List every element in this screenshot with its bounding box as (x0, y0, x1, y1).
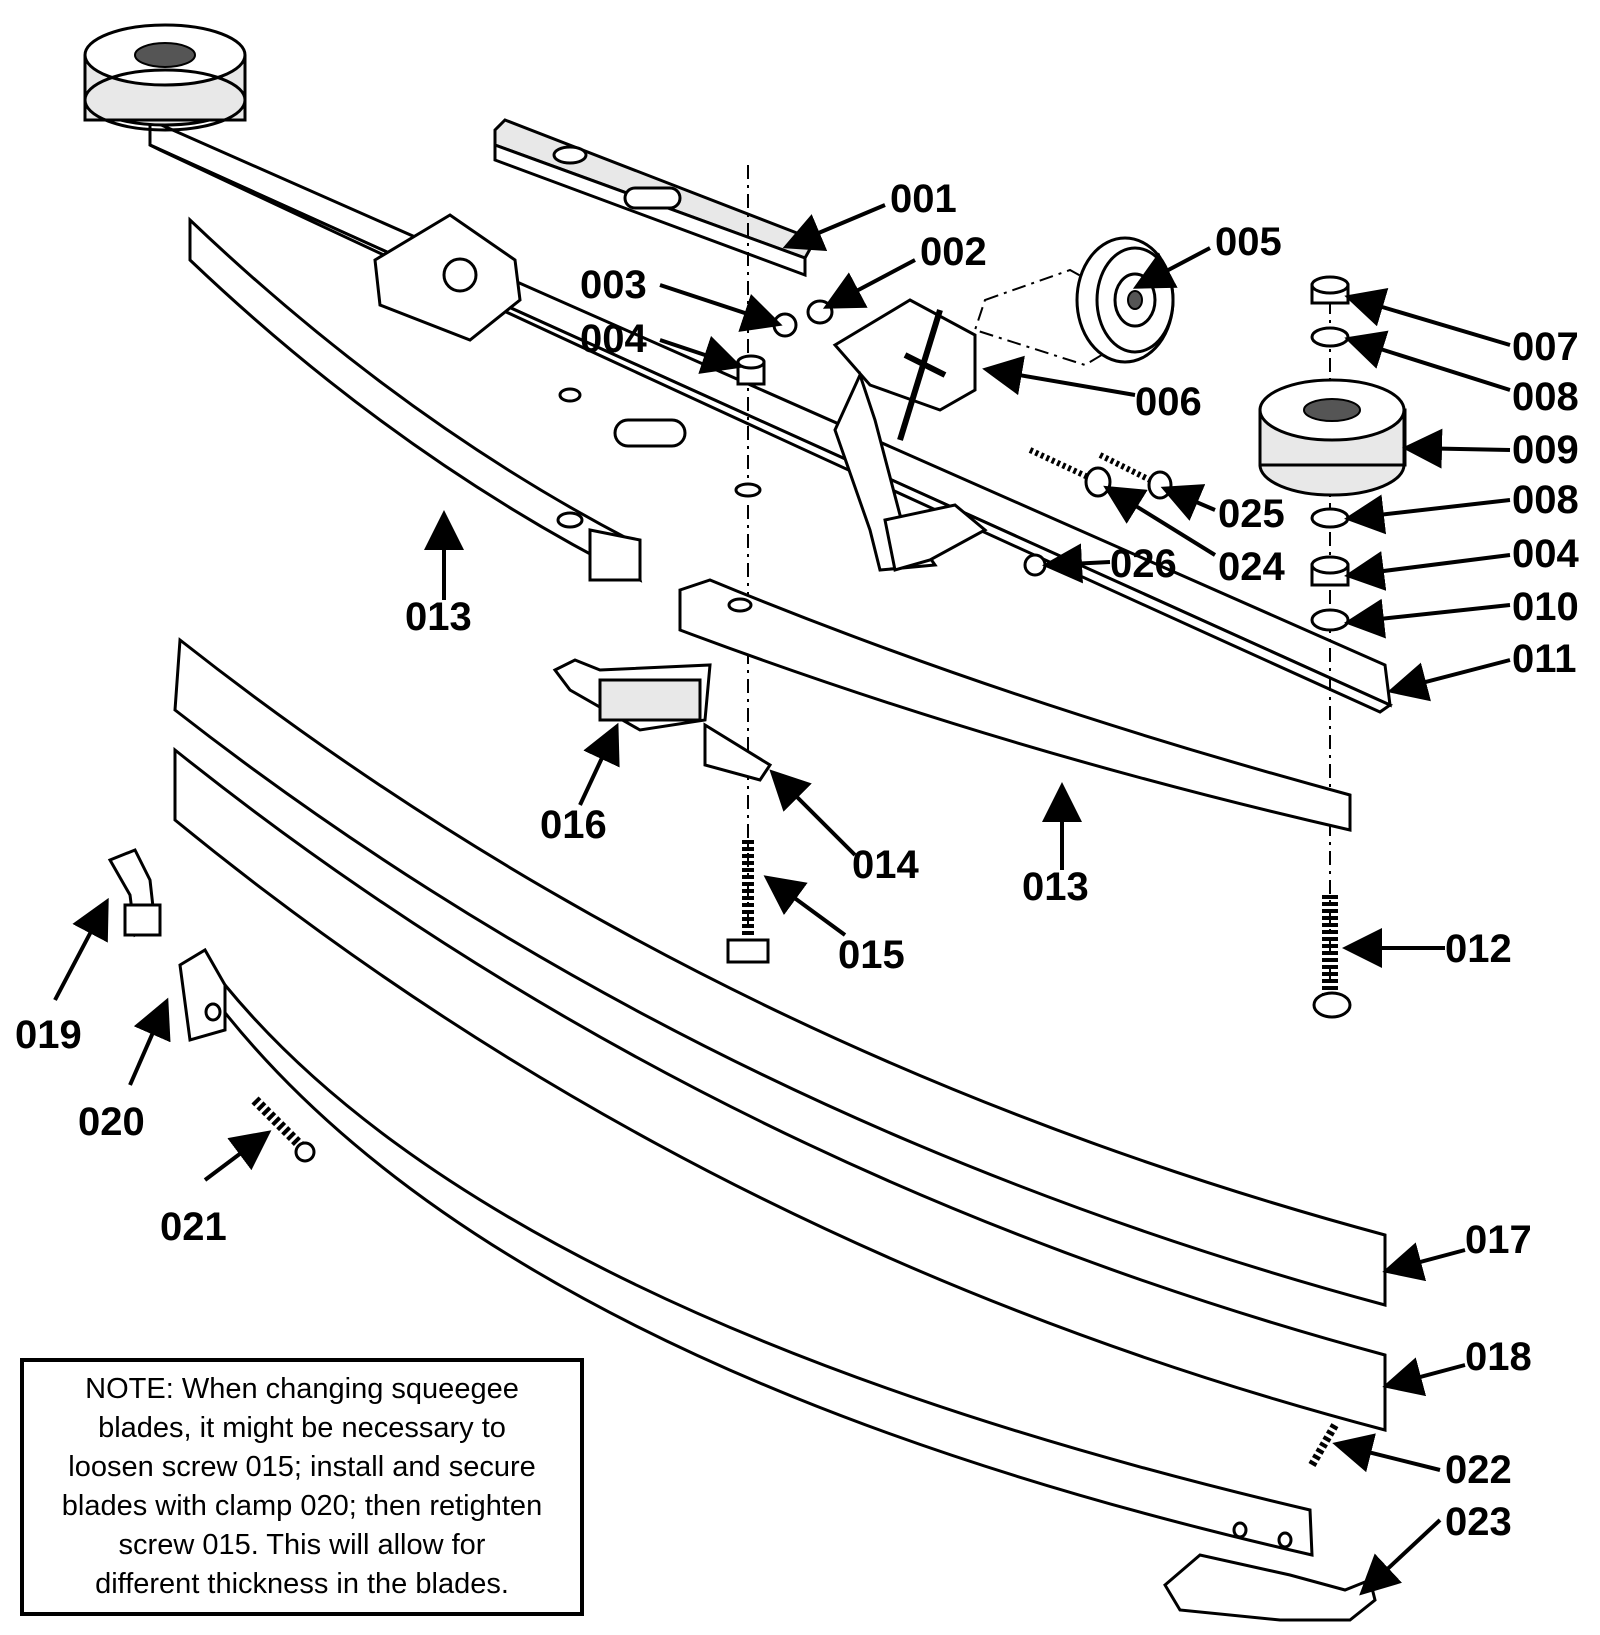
part-014-tab (703, 722, 773, 782)
part-009-wheel (1258, 378, 1407, 497)
note-line: NOTE: When changing squeegee (85, 1373, 519, 1405)
note-line: blades with clamp 020; then retighten (61, 1490, 543, 1522)
callout-006: 006 (1135, 380, 1202, 424)
part-017-blade (173, 637, 1387, 1307)
callout-009: 009 (1512, 428, 1579, 472)
part-008-washer (1310, 507, 1350, 529)
part-003-nut (772, 312, 798, 338)
part-013-rail-lower (678, 578, 1352, 832)
note-line: different thickness in the blades. (95, 1568, 509, 1600)
callout-025: 025 (1218, 492, 1285, 536)
callout-010: 010 (1512, 585, 1579, 629)
note-line: blades, it might be necessary to (98, 1412, 506, 1444)
part-002-washer (806, 299, 834, 325)
frame-slot (613, 418, 687, 448)
callout-004: 004 (1512, 532, 1579, 576)
callout-008: 008 (1512, 375, 1579, 419)
callout-024: 024 (1218, 545, 1285, 589)
part-016-bracket (552, 658, 712, 732)
part-020-clamp (178, 947, 227, 1042)
part-001-plate (493, 118, 818, 278)
callout-003: 003 (580, 263, 647, 307)
part-023-end-bracket (1163, 1521, 1377, 1622)
callout-004: 004 (580, 317, 647, 361)
part-015-screw (726, 840, 770, 964)
part-018-blade (173, 746, 1387, 1432)
part-004-spacer (1310, 555, 1350, 587)
callout-002: 002 (920, 230, 987, 274)
part-019-clip (107, 848, 162, 938)
part-010-nut (1310, 608, 1350, 632)
part-004-spacer (736, 354, 766, 386)
callout-026: 026 (1110, 542, 1177, 586)
lower-curved-strip (213, 982, 1314, 1557)
part-008-washer (1310, 326, 1350, 348)
callout-023: 023 (1445, 1500, 1512, 1544)
callout-013: 013 (405, 595, 472, 639)
part-006-bracket (832, 298, 988, 572)
part-021-screw (251, 1096, 316, 1163)
callout-001: 001 (890, 177, 957, 221)
frame-hole (734, 482, 762, 498)
note-box: NOTE: When changing squeegee blades, it … (20, 1358, 584, 1616)
callout-018: 018 (1465, 1335, 1532, 1379)
callout-020: 020 (78, 1100, 145, 1144)
part-013-rail-upper (188, 216, 643, 583)
callout-007: 007 (1512, 325, 1579, 369)
note-line: loosen screw 015; install and secure (68, 1451, 536, 1483)
callout-011: 011 (1512, 637, 1577, 681)
note-line: screw 015. This will allow for (118, 1529, 486, 1561)
callout-019: 019 (15, 1013, 82, 1057)
callout-016: 016 (540, 803, 607, 847)
callout-014: 014 (852, 843, 919, 887)
leader-arrows (53, 203, 1511, 1596)
callout-015: 015 (838, 933, 905, 977)
frame-hole (558, 387, 582, 403)
part-012-spring-screw (1312, 895, 1352, 1019)
callout-008: 008 (1512, 478, 1579, 522)
part-022-screw (1308, 1423, 1339, 1467)
callout-022: 022 (1445, 1448, 1512, 1492)
part-024-025-bolt (1028, 447, 1173, 500)
part-007-nut (1310, 275, 1350, 305)
part-005-small-wheel (973, 236, 1175, 367)
upper-frame-bracket (373, 213, 522, 342)
callout-021: 021 (160, 1205, 227, 1249)
callout-005: 005 (1215, 220, 1282, 264)
callout-017: 017 (1465, 1218, 1532, 1262)
part-026-screw (1023, 553, 1047, 577)
callout-013: 013 (1022, 865, 1089, 909)
callout-012: 012 (1445, 927, 1512, 971)
note-text: NOTE: When changing squeegee blades, it … (32, 1370, 572, 1604)
left-wheel (83, 23, 247, 132)
